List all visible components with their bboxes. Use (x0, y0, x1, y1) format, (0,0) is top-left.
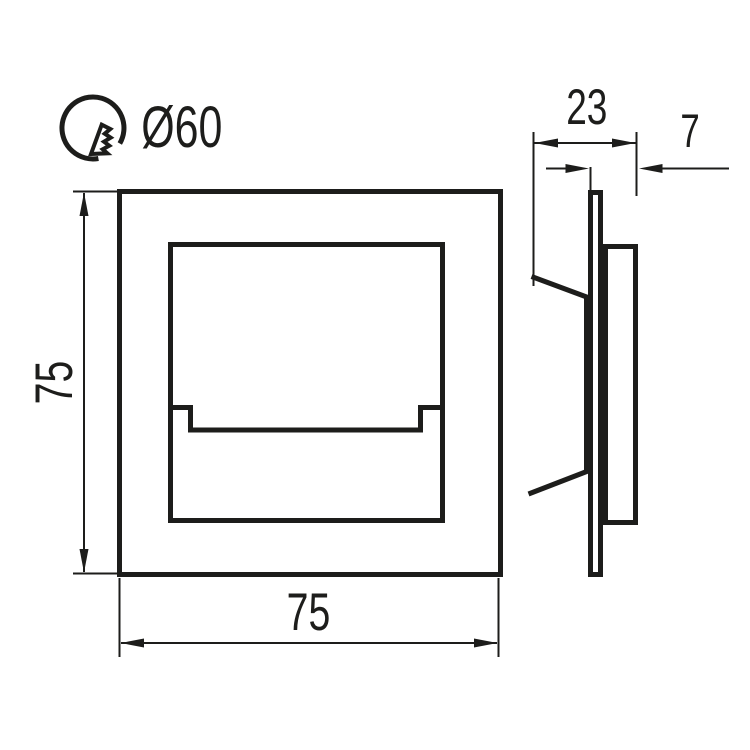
dim-width (118, 578, 500, 657)
arrowhead-right (612, 138, 636, 148)
dim-protrusion (546, 164, 729, 191)
arrowhead-up (79, 192, 89, 216)
housing-profile (603, 244, 638, 525)
saw-teeth-wedge (88, 121, 115, 157)
arrowhead-left (120, 638, 144, 648)
diffuser-step-line (169, 405, 444, 433)
arrowhead-right (474, 638, 498, 648)
arrowhead-left-pointing (639, 164, 663, 173)
outer-frame (117, 189, 503, 577)
hole-saw-icon (59, 94, 127, 162)
faceplate-profile (588, 190, 603, 577)
arrowhead-left (534, 138, 558, 148)
dim-height (73, 190, 117, 575)
dim-depth (532, 132, 638, 286)
arrowhead-down (79, 549, 89, 573)
inner-frame (168, 242, 445, 523)
side-view (527, 190, 638, 577)
front-view (117, 189, 503, 577)
cutout-symbol (59, 94, 127, 162)
spring-clip-bottom (527, 468, 589, 497)
arrowhead-right-pointing (565, 164, 589, 173)
spring-clip-top (530, 274, 589, 300)
